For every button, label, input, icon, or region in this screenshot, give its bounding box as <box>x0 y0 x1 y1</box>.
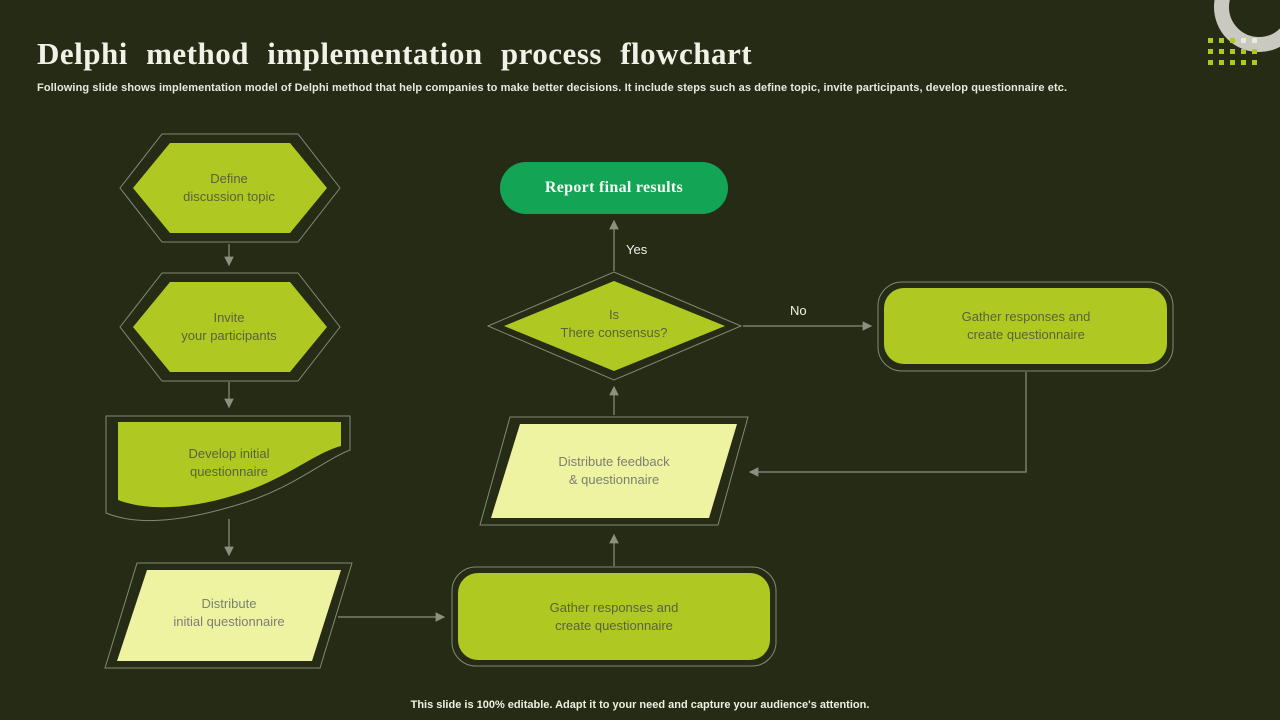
label-distribute-feedback: Distribute feedback & questionnaire <box>558 454 670 487</box>
diamond-consensus-shape <box>504 281 725 371</box>
document-develop-shape <box>118 422 341 508</box>
slide-subtitle: Following slide shows implementation mod… <box>37 82 1068 94</box>
dot-decoration <box>1230 60 1235 65</box>
label-develop-questionnaire: Develop initial questionnaire <box>188 446 270 479</box>
label-gather-bottom: Gather responses and create questionnair… <box>549 600 679 633</box>
label-report-results: Report final results <box>544 179 684 196</box>
parallelogram-feedback-shape <box>491 424 737 518</box>
dot-decoration <box>1252 38 1257 43</box>
dot-decoration <box>1241 38 1246 43</box>
dot-decoration <box>1252 60 1257 65</box>
dot-decoration <box>1219 60 1224 65</box>
edge-label-no: No <box>790 303 807 318</box>
dot-decoration <box>1252 49 1257 54</box>
edge-label-yes: Yes <box>626 242 648 257</box>
rect-gather-bottom-shape <box>458 573 770 660</box>
rect-gather-bottom-outline <box>451 566 777 667</box>
diamond-consensus-outline <box>486 271 743 381</box>
dot-decoration <box>1219 38 1224 43</box>
rect-gather-right-shape <box>884 288 1167 364</box>
pill-report-shape <box>500 162 728 214</box>
parallelogram-distribute-shape <box>117 570 341 661</box>
slide-footer: This slide is 100% editable. Adapt it to… <box>410 699 870 711</box>
dot-decoration <box>1208 49 1213 54</box>
hexagon-invite-shape <box>133 282 327 372</box>
dot-decoration <box>1230 49 1235 54</box>
dot-decoration <box>1230 38 1235 43</box>
dots-pattern <box>1208 38 1257 65</box>
parallelogram-feedback-outline <box>479 416 749 526</box>
label-consensus: Is There consensus? <box>560 307 668 340</box>
arrow-gatherright-to-feedback <box>748 372 1027 477</box>
dot-decoration <box>1241 49 1246 54</box>
dot-decoration <box>1241 60 1246 65</box>
dot-decoration <box>1208 60 1213 65</box>
label-define-topic: Define discussion topic <box>183 171 275 204</box>
dot-decoration <box>1219 49 1224 54</box>
hexagon-define-shape <box>133 143 327 233</box>
document-develop-outline <box>105 415 351 522</box>
rect-gather-right-outline <box>877 281 1174 372</box>
label-invite-participants: Invite your participants <box>181 310 277 343</box>
hexagon-invite-outline <box>119 272 341 382</box>
dot-decoration <box>1208 38 1213 43</box>
hexagon-define-outline <box>119 133 341 243</box>
label-gather-right: Gather responses and create questionnair… <box>961 309 1091 342</box>
connectors <box>224 219 1027 622</box>
page-title: Delphi method implementation process flo… <box>37 36 753 71</box>
label-distribute-initial: Distribute initial questionnaire <box>173 596 285 629</box>
parallelogram-distribute-outline <box>104 562 353 669</box>
